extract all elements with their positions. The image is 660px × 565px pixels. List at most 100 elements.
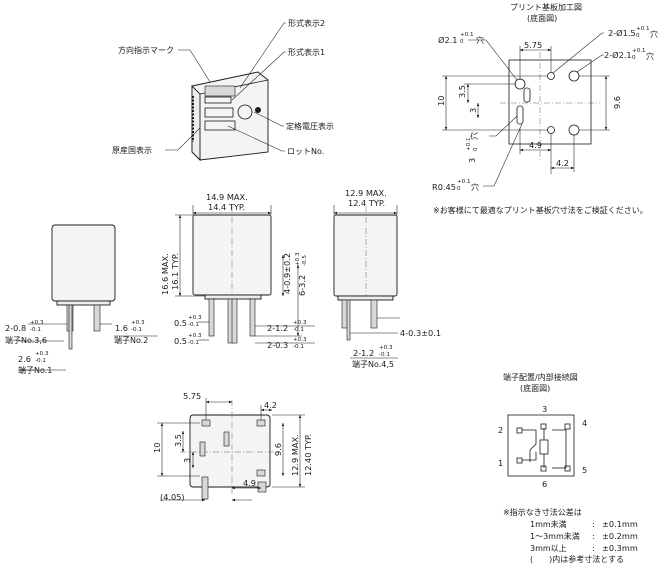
pcb-dim-49: 4.9 (529, 140, 542, 150)
bottom-dim-42: 4.2 (264, 400, 277, 410)
callout-rated-voltage: 定格電圧表示 (286, 121, 334, 131)
pcb-dim-3: 3 (468, 108, 478, 113)
schematic-pin-6: 6 (542, 479, 547, 489)
left-dim-26: 2.6 (18, 354, 31, 364)
front-pin-length: 6-3.2 (297, 275, 307, 296)
tolerance-row-1-value: ±0.1mm (602, 519, 638, 529)
tolerance-row-3-colon: : (592, 543, 595, 553)
pcb-hole-3-unit: 穴 (646, 51, 654, 61)
pcb-hole-1-tol: +0.1 (460, 32, 474, 38)
pcb-hole-label-1: Ø2.1 (438, 35, 457, 45)
pcb-hole-d21-a (568, 70, 580, 82)
callout-type-display-2: 形式表示2 (288, 18, 325, 28)
pcb-slot-tol2: 0 (473, 147, 479, 151)
pcb-dim-96: 9.6 (612, 96, 622, 109)
front-12-tol2: -0.1 (293, 327, 304, 333)
pcb-hole-2-unit: 穴 (650, 29, 658, 39)
pcb-outline (508, 59, 592, 145)
pcb-hole-d21-b (568, 124, 580, 136)
front-dim-05b: 0.5 (174, 336, 187, 346)
front-pin-height: 4-0.9±0.2 (282, 253, 292, 294)
pcb-hole-3-tol2: 0 (632, 55, 636, 61)
pcb-radius-tol2: 0 (457, 186, 461, 192)
side-terminal-45: 端子No.4,5 (352, 359, 394, 369)
tolerance-row-1-colon: : (592, 519, 595, 529)
left-26-tol: +0.3 (35, 351, 49, 357)
front-05a-tol2: -0.1 (188, 322, 199, 328)
front-dim-05a: 0.5 (174, 318, 187, 328)
bottom-dim-3: 3 (182, 458, 192, 463)
side-12-tol: +0.3 (379, 345, 393, 351)
side-dim-12: 2-1.2 (353, 348, 374, 358)
schematic-pin-2: 2 (498, 425, 503, 435)
front-height-typ: 16.1 TYP. (170, 253, 180, 290)
side-12-tol2: -0.1 (379, 352, 390, 358)
tolerance-row-3-value: ±0.3mm (602, 543, 638, 553)
left-08-tol2: -0.1 (30, 327, 41, 333)
left-dim-16: 1.6 (115, 323, 128, 333)
left-pin-b (93, 304, 101, 332)
left-08-tol: +0.3 (30, 320, 44, 326)
pcb-layout (442, 32, 610, 187)
schematic-pin-3: 3 (542, 404, 547, 414)
front-width-max: 14.9 MAX. (206, 192, 248, 202)
front-height-max: 16.6 MAX. (160, 253, 170, 295)
pcb-subtitle: (底面図) (527, 13, 557, 23)
side-dim-03: 4-0.3±0.1 (400, 328, 441, 338)
pcb-radius-unit: 穴 (471, 182, 479, 192)
front-pin-len-tol: +0.3 (295, 252, 301, 266)
side-width-typ: 12.4 TYP. (348, 198, 385, 208)
front-05a-tol: +0.3 (188, 315, 202, 321)
schematic-pin-5: 5 (582, 465, 587, 475)
pcb-radius-tol: +0.1 (457, 179, 471, 185)
left-terminal-2: 端子No.2 (114, 335, 148, 345)
callout-type-display-1: 形式表示1 (288, 47, 325, 57)
pcb-slot (516, 105, 524, 125)
left-terminal-1: 端子No.1 (18, 365, 52, 375)
pcb-slot-unit: 穴 (469, 132, 479, 140)
left-26-tol2: -0.1 (35, 358, 46, 364)
front-05b-tol: +0.3 (188, 333, 202, 339)
pcb-note: ※お客様にて最適なプリント基板穴寸法をご検証ください。 (433, 205, 648, 215)
tolerance-title: ※指示なき寸法公差は (503, 507, 582, 517)
front-03-tol: +0.3 (293, 337, 307, 343)
front-03-tol2: -0.1 (293, 344, 304, 350)
pcb-hole-d21 (514, 78, 526, 90)
front-12-tol: +0.3 (293, 320, 307, 326)
pcb-title: プリント基板加工図 (510, 2, 582, 12)
pcb-hole-2-tol2: 0 (636, 33, 640, 39)
bottom-dim-35: 3.5 (173, 434, 183, 447)
front-dim-12: 2-1.2 (267, 323, 288, 333)
left-terminal-36: 端子No.3,6 (5, 335, 47, 345)
schematic-subtitle: (底面図) (520, 383, 550, 393)
callout-direction-mark: 方向指示マーク (118, 45, 174, 55)
bottom-height-typ: 12.40 TYP. (303, 434, 313, 476)
tolerance-row-2-colon: : (592, 531, 595, 541)
pcb-hole-d15-b (547, 126, 555, 134)
pcb-dim-42: 4.2 (556, 158, 569, 168)
pcb-hole-2-tol: +0.1 (636, 26, 650, 32)
tolerance-row-2-value: ±0.2mm (602, 531, 638, 541)
tolerance-reference-note: ( )内は参考寸法とする (530, 554, 624, 564)
schematic-pin-4: 4 (582, 418, 587, 428)
left-dim-08: 2-0.8 (5, 323, 26, 333)
bottom-dim-10: 10 (152, 443, 162, 453)
left-16-tol2: -0.1 (131, 327, 142, 333)
perspective-view (165, 22, 286, 162)
schematic-title: 端子配置/内部接続図 (503, 372, 578, 382)
pcb-slot-label: 3 (467, 158, 477, 163)
left-side-view (18, 224, 158, 371)
bottom-dim-49: 4.9 (243, 478, 256, 488)
schematic-pin-1: 1 (498, 458, 503, 468)
pcb-dim-35: 3.5 (457, 85, 467, 98)
pcb-hole-1-tol2: 0 (460, 39, 464, 45)
pcb-hole-d15-a (547, 72, 555, 80)
pcb-radius-label: R0.45 (432, 182, 456, 192)
callout-lot-no: ロットNo. (287, 147, 324, 156)
tolerance-row-2-range: 1～3mm未満 (530, 531, 580, 541)
side-width-max: 12.9 MAX. (345, 188, 387, 198)
direction-mark-circle (237, 104, 253, 120)
pcb-dim-575: 5.75 (524, 40, 542, 50)
front-dim-03: 2-0.3 (267, 340, 288, 350)
bottom-dim-405: (4.05) (160, 492, 185, 502)
